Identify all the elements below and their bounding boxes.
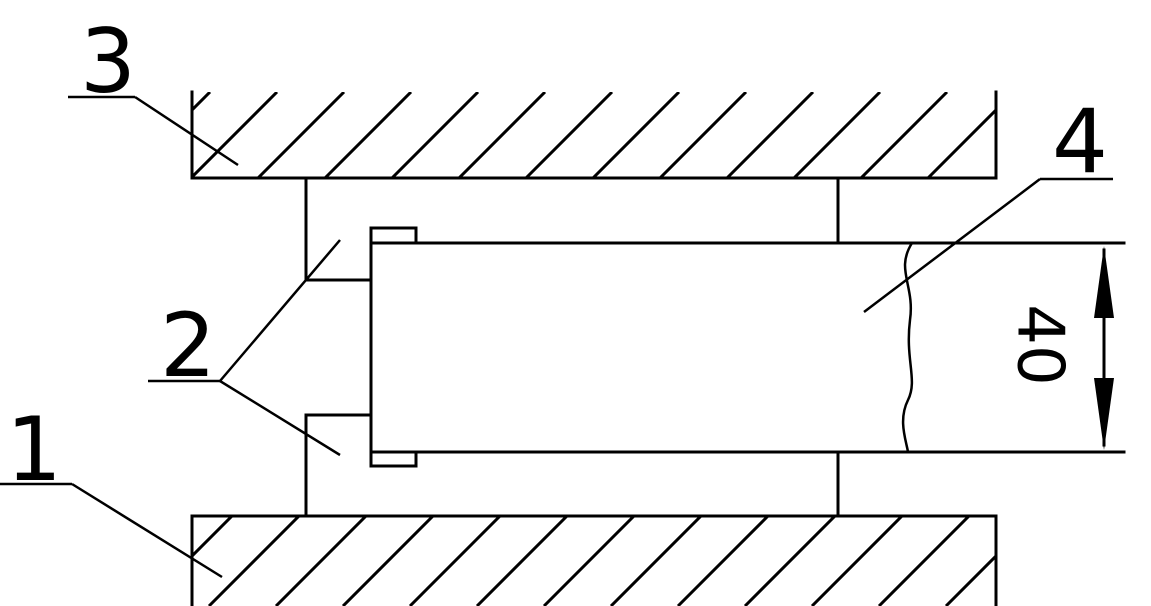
hatch-line bbox=[207, 516, 301, 606]
left-upper-support bbox=[304, 176, 373, 282]
top-plate bbox=[190, 90, 998, 180]
hatch-line bbox=[725, 92, 815, 178]
leader-3 bbox=[68, 95, 239, 167]
specimen-bar bbox=[369, 226, 1126, 468]
break-line bbox=[901, 242, 914, 453]
leader-2 bbox=[148, 239, 341, 457]
dimension-arrow-top bbox=[1094, 246, 1114, 318]
hatch-line bbox=[859, 92, 949, 178]
dimension-arrow-bottom bbox=[1094, 378, 1114, 450]
hatch-line bbox=[192, 516, 234, 559]
hatch-line bbox=[475, 516, 569, 606]
hatch-line bbox=[323, 92, 413, 178]
bottom-plate bbox=[190, 514, 998, 606]
hatch-line bbox=[457, 92, 547, 178]
hatch-line bbox=[390, 92, 480, 178]
dimension-40: 40 bbox=[1002, 246, 1114, 450]
dimension-value: 40 bbox=[1002, 304, 1076, 385]
hatch-line bbox=[192, 92, 279, 178]
hatch-line bbox=[877, 516, 971, 606]
label-part-2: 2 bbox=[160, 294, 216, 397]
leader-1 bbox=[0, 482, 223, 579]
hatch-line bbox=[524, 92, 614, 178]
hatch-line bbox=[274, 516, 368, 606]
hatch-line bbox=[542, 516, 636, 606]
hatch-line bbox=[192, 92, 212, 113]
hatch-line bbox=[743, 516, 837, 606]
hatch-line bbox=[792, 92, 882, 178]
bottom-plate-hatching bbox=[192, 516, 996, 606]
label-part-3: 3 bbox=[80, 10, 136, 113]
hatch-line bbox=[944, 553, 996, 606]
hatch-line bbox=[810, 516, 904, 606]
hatch-line bbox=[408, 516, 502, 606]
label-part-1: 1 bbox=[6, 398, 62, 501]
left-lower-support bbox=[304, 413, 373, 518]
hatch-line bbox=[676, 516, 770, 606]
hatch-line bbox=[658, 92, 748, 178]
top-plate-hatching bbox=[192, 92, 996, 178]
hatch-line bbox=[609, 516, 703, 606]
hatch-line bbox=[591, 92, 681, 178]
hatch-line bbox=[256, 92, 346, 178]
hatch-line bbox=[341, 516, 435, 606]
leader-4 bbox=[863, 177, 1113, 313]
hatch-line bbox=[926, 107, 996, 178]
label-part-4: 4 bbox=[1052, 90, 1108, 193]
